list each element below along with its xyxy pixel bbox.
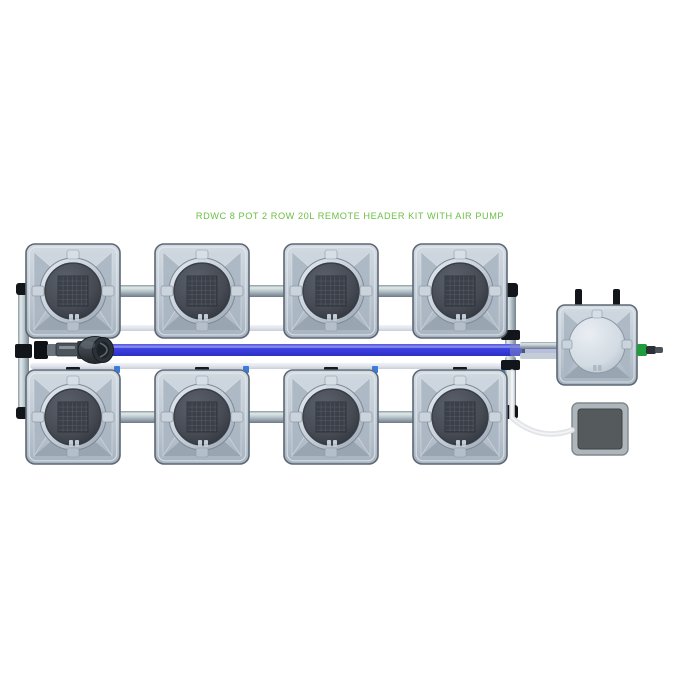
pot-6[interactable] [154, 369, 250, 465]
pot-7[interactable] [283, 369, 379, 465]
reservoir-outlet-plug [637, 344, 663, 356]
pot-3[interactable] [283, 243, 379, 339]
pot-8[interactable] [412, 369, 508, 465]
air-line-top [30, 325, 512, 331]
header-to-reservoir-pipe [520, 342, 564, 359]
pot-4[interactable] [412, 243, 508, 339]
air-line-bottom [30, 363, 512, 369]
reservoir[interactable] [556, 289, 663, 386]
page-title: RDWC 8 POT 2 ROW 20L REMOTE HEADER KIT W… [195, 211, 505, 221]
pot-2[interactable] [154, 243, 250, 339]
pump-valve-assembly[interactable] [34, 336, 114, 364]
header-pipe [90, 344, 590, 356]
reservoir-riser-tube-right [613, 289, 620, 308]
pot-5[interactable] [25, 369, 121, 465]
air-pump[interactable] [571, 402, 629, 456]
pot-1[interactable] [25, 243, 121, 339]
reservoir-riser-tube-left [575, 289, 582, 308]
interconnect-pipe-group [112, 285, 422, 423]
air-pump-tube-highlight [511, 371, 573, 435]
